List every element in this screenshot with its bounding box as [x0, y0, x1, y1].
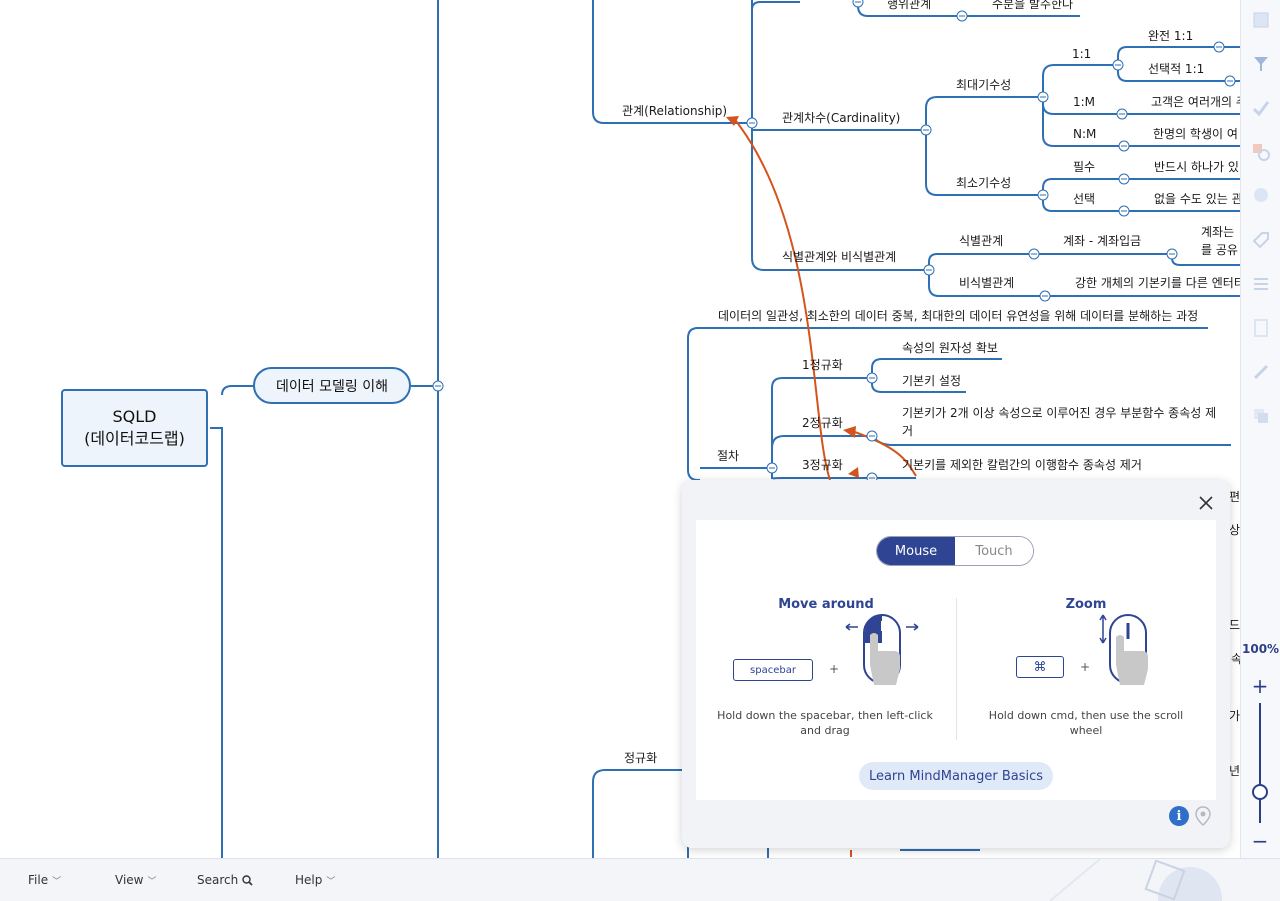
- topic-n-m[interactable]: N:M: [1073, 127, 1097, 141]
- topic-optional[interactable]: 선택: [1073, 192, 1096, 206]
- topic-one-m[interactable]: 1:M: [1073, 95, 1096, 109]
- topic-normalization-desc[interactable]: 데이터의 일관성, 최소한의 데이터 중복, 최대한의 데이터 유연성을 위해 …: [718, 309, 1199, 323]
- menu-help[interactable]: Help﹀: [295, 873, 335, 887]
- mouse-scroll-icon: [1099, 614, 1148, 685]
- bottom-menu-bar: File﹀ View﹀ Search Help﹀: [0, 858, 1280, 901]
- mouse-drag-icon: [845, 614, 919, 685]
- zoom-level: 100%: [1242, 642, 1280, 656]
- topic-1nf-pk[interactable]: 기본키 설정: [902, 374, 962, 388]
- topic-ident-desc[interactable]: 계좌는 를 공유: [1201, 225, 1238, 257]
- topic-clipped-1[interactable]: 편: [1229, 490, 1240, 504]
- topic-selective-1-1[interactable]: 선택적 1:1: [1148, 62, 1205, 76]
- topic-full-1-1[interactable]: 완전 1:1: [1148, 29, 1194, 43]
- topic-max-cardinality[interactable]: 최대기수성: [956, 78, 1012, 92]
- topic-min-cardinality[interactable]: 최소기수성: [956, 176, 1012, 190]
- topic-ident-rel-group[interactable]: 식별관계와 비식별관계: [782, 250, 897, 264]
- topic-optional-desc[interactable]: 없을 수도 있는 관: [1154, 192, 1240, 206]
- learn-basics-button[interactable]: Learn MindManager Basics: [859, 762, 1053, 790]
- move-around-title: Move around: [778, 597, 874, 612]
- tag-icon[interactable]: [1251, 230, 1271, 250]
- notes-icon[interactable]: [1251, 318, 1271, 338]
- check-icon[interactable]: [1251, 98, 1271, 118]
- central-topic[interactable]: SQLD (데이터코드랩): [61, 389, 208, 467]
- link-icon[interactable]: [1251, 362, 1271, 382]
- search-icon: [242, 874, 253, 886]
- menu-search[interactable]: Search: [197, 873, 253, 887]
- menu-file-label: File: [28, 873, 49, 887]
- topic-one-m-desc[interactable]: 고객은 여러개의 주: [1151, 95, 1240, 109]
- topic-1nf-atomic[interactable]: 속성의 원자성 확보: [902, 341, 998, 355]
- topic-ident-example[interactable]: 계좌 - 계좌입금: [1063, 234, 1142, 248]
- help-content: Mouse Touch Move around spacebar + Hold …: [696, 520, 1216, 800]
- close-icon[interactable]: [1197, 494, 1215, 512]
- chevron-down-icon: ﹀: [52, 876, 62, 887]
- zoom-slider-thumb[interactable]: [1252, 784, 1268, 800]
- menu-help-label: Help: [295, 873, 323, 887]
- topic-relationship[interactable]: 관계(Relationship): [622, 104, 728, 118]
- decorative-illustration: [1049, 859, 1222, 901]
- move-plus: +: [829, 662, 840, 676]
- menu-view[interactable]: View﹀: [115, 873, 157, 887]
- topic-3nf-desc[interactable]: 기본키를 제외한 칼럼간의 이행함수 종속성 제거: [902, 458, 1142, 472]
- list-icon[interactable]: [1251, 274, 1271, 294]
- tab-mouse[interactable]: Mouse: [877, 537, 955, 565]
- zoom-out-button[interactable]: −: [1251, 829, 1269, 853]
- topic-clipped-2[interactable]: 상: [1229, 523, 1240, 537]
- topic-mandatory-desc[interactable]: 반드시 하나가 있: [1154, 160, 1239, 174]
- topic-clipped-6[interactable]: 년: [1229, 764, 1240, 778]
- topic-clipped-3[interactable]: 드: [1229, 618, 1240, 632]
- menu-view-label: View: [115, 873, 144, 887]
- topic-clipped-5[interactable]: 가: [1229, 709, 1240, 723]
- topic-2nf[interactable]: 2정규화: [802, 416, 843, 430]
- navigation-help-dialog: Mouse Touch Move around spacebar + Hold …: [682, 480, 1230, 848]
- menu-search-label: Search: [197, 873, 239, 887]
- zoom-slider-track[interactable]: [1259, 703, 1261, 823]
- central-topic-line1: SQLD: [112, 407, 157, 426]
- topic-1nf[interactable]: 1정규화: [802, 358, 843, 372]
- filter-icon[interactable]: [1251, 54, 1271, 74]
- format-icon[interactable]: [1251, 10, 1271, 30]
- cmd-key: ⌘: [1016, 656, 1064, 678]
- zoom-plus-sign: +: [1080, 660, 1091, 674]
- chevron-down-icon: ﹀: [147, 876, 157, 887]
- task-priority-icon[interactable]: [1251, 142, 1271, 162]
- topic-nonident-desc[interactable]: 강한 개체의 기본키를 다른 엔터티: [1075, 276, 1240, 290]
- topic-cardinality[interactable]: 관계차수(Cardinality): [782, 111, 901, 125]
- zoom-title: Zoom: [1065, 597, 1107, 612]
- map-branches: [210, 0, 1240, 858]
- topic-one-one[interactable]: 1:1: [1072, 47, 1092, 61]
- menu-file[interactable]: File﹀: [28, 873, 61, 887]
- topic-behavior-rel[interactable]: 행위관계: [887, 0, 932, 11]
- topic-behavior-desc[interactable]: 수분을 발주한다: [992, 0, 1074, 11]
- section-divider: [956, 598, 957, 740]
- topic-normalization[interactable]: 정규화: [624, 751, 658, 765]
- topic-nonident-rel[interactable]: 비식별관계: [959, 276, 1015, 290]
- input-mode-toggle: Mouse Touch: [876, 536, 1034, 566]
- copy-icon[interactable]: [1251, 406, 1271, 426]
- topic-ident-rel[interactable]: 식별관계: [959, 234, 1004, 248]
- pin-icon[interactable]: [1195, 806, 1211, 826]
- info-icon[interactable]: i: [1169, 806, 1189, 826]
- spacebar-key: spacebar: [733, 659, 813, 681]
- topic-n-m-desc[interactable]: 한명의 학생이 여: [1153, 127, 1238, 141]
- map-canvas[interactable]: SQLD (데이터코드랩) 데이터 모델링 이해 행위관계 수분을 발주한다 관…: [0, 0, 1240, 858]
- tab-touch[interactable]: Touch: [955, 537, 1033, 565]
- topic-mandatory[interactable]: 필수: [1073, 160, 1096, 174]
- central-topic-line2: (데이터코드랩): [84, 429, 185, 448]
- chevron-down-icon: ﹀: [326, 876, 336, 887]
- move-around-description: Hold down the spacebar, then left-click …: [717, 709, 933, 737]
- topic-2nf-desc[interactable]: 기본키가 2개 이상 속성으로 이루어진 경우 부분함수 종속성 제거: [902, 406, 1217, 438]
- topic-clipped-4[interactable]: 속: [1231, 652, 1240, 666]
- main-topic-label: 데이터 모델링 이해: [276, 378, 388, 395]
- zoom-in-button[interactable]: +: [1251, 674, 1269, 698]
- main-topic-data-modeling[interactable]: 데이터 모델링 이해: [253, 367, 411, 404]
- topic-procedure[interactable]: 절차: [717, 449, 740, 463]
- zoom-description: Hold down cmd, then use the scroll wheel: [988, 709, 1184, 737]
- topic-3nf[interactable]: 3정규화: [802, 458, 843, 472]
- comment-icon[interactable]: [1251, 186, 1271, 206]
